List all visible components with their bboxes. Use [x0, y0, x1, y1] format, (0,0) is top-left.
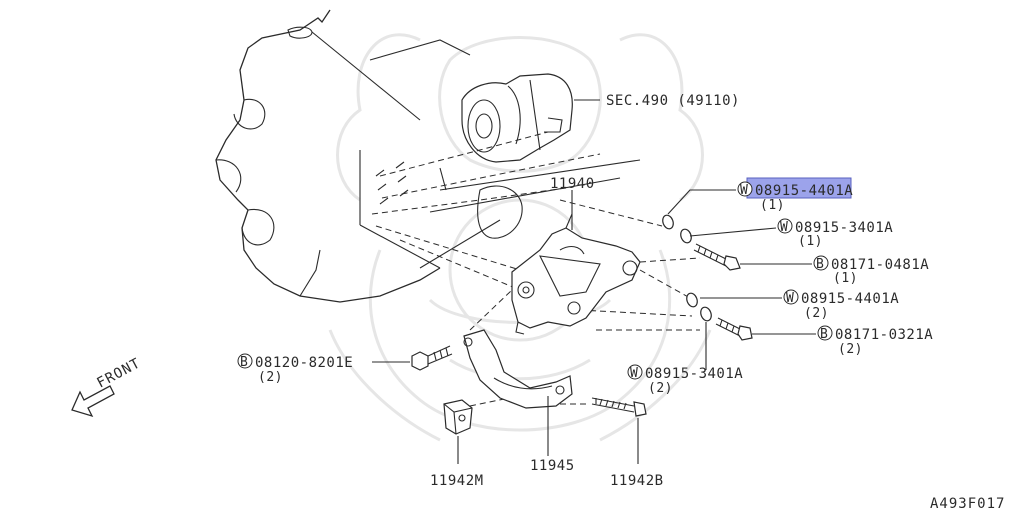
engine-block	[215, 9, 641, 303]
w-circle-4	[627, 364, 643, 380]
w-prefix-4: W	[630, 366, 638, 381]
b-prefix-2: B	[820, 327, 828, 342]
label-11942b[interactable]: 11942B	[610, 473, 664, 489]
bracket-11945	[463, 329, 573, 409]
qty-b2: (2)	[838, 342, 863, 357]
bolt-11942b	[591, 397, 647, 417]
label-w2-08915-3401a[interactable]: 08915-3401A	[795, 220, 893, 236]
qty-w2: (1)	[798, 234, 823, 249]
b-prefix-3: B	[240, 355, 248, 370]
label-w4-08915-3401a[interactable]: 08915-3401A	[645, 366, 743, 382]
qty-w3: (2)	[804, 306, 829, 321]
power-steering-pump	[461, 73, 573, 163]
w-circle-2	[777, 218, 793, 234]
washer-w2	[680, 228, 692, 244]
bolt-b2	[715, 317, 753, 341]
bolt-b1	[693, 243, 741, 271]
washer-w1	[662, 214, 674, 230]
label-w3-08915-4401a[interactable]: 08915-4401A	[801, 291, 899, 307]
qty-b1: (1)	[833, 271, 858, 286]
figure-id: A493F017	[930, 496, 1005, 511]
washer-w3	[686, 292, 698, 308]
label-sec490[interactable]: SEC.490 (49110)	[606, 93, 740, 109]
label-11942m[interactable]: 11942M	[430, 473, 484, 489]
qty-b3: (2)	[258, 370, 283, 385]
b-circle-2	[817, 325, 833, 341]
w-prefix-2: W	[780, 220, 788, 235]
label-b1-08171-0481a[interactable]: 08171-0481A	[831, 257, 929, 273]
label-b3-08120-8201e[interactable]: 08120-8201E	[255, 355, 353, 371]
leader-lines	[372, 99, 816, 464]
b-prefix-1: B	[816, 257, 824, 272]
bolt-08120	[411, 345, 453, 371]
w-circle-3	[783, 289, 799, 305]
b-circle-3	[237, 353, 253, 369]
spacer-11942m	[443, 399, 473, 435]
front-arrow-icon	[71, 385, 115, 418]
label-w1-08915-4401a[interactable]: 08915-4401A	[755, 183, 853, 199]
front-label: FRONT	[94, 355, 143, 391]
label-11940[interactable]: 11940	[550, 176, 595, 192]
washer-w4	[700, 306, 712, 322]
w-prefix-3: W	[786, 291, 794, 306]
alignment-lines	[371, 131, 701, 407]
label-b2-08171-0321a[interactable]: 08171-0321A	[835, 327, 933, 343]
bracket-11940	[511, 213, 641, 335]
b-circle-1	[813, 255, 829, 271]
w-circle-1	[737, 181, 753, 197]
qty-w4: (2)	[648, 381, 673, 396]
w-prefix-1: W	[740, 183, 748, 198]
label-11945[interactable]: 11945	[530, 458, 575, 474]
qty-w1: (1)	[760, 198, 785, 213]
